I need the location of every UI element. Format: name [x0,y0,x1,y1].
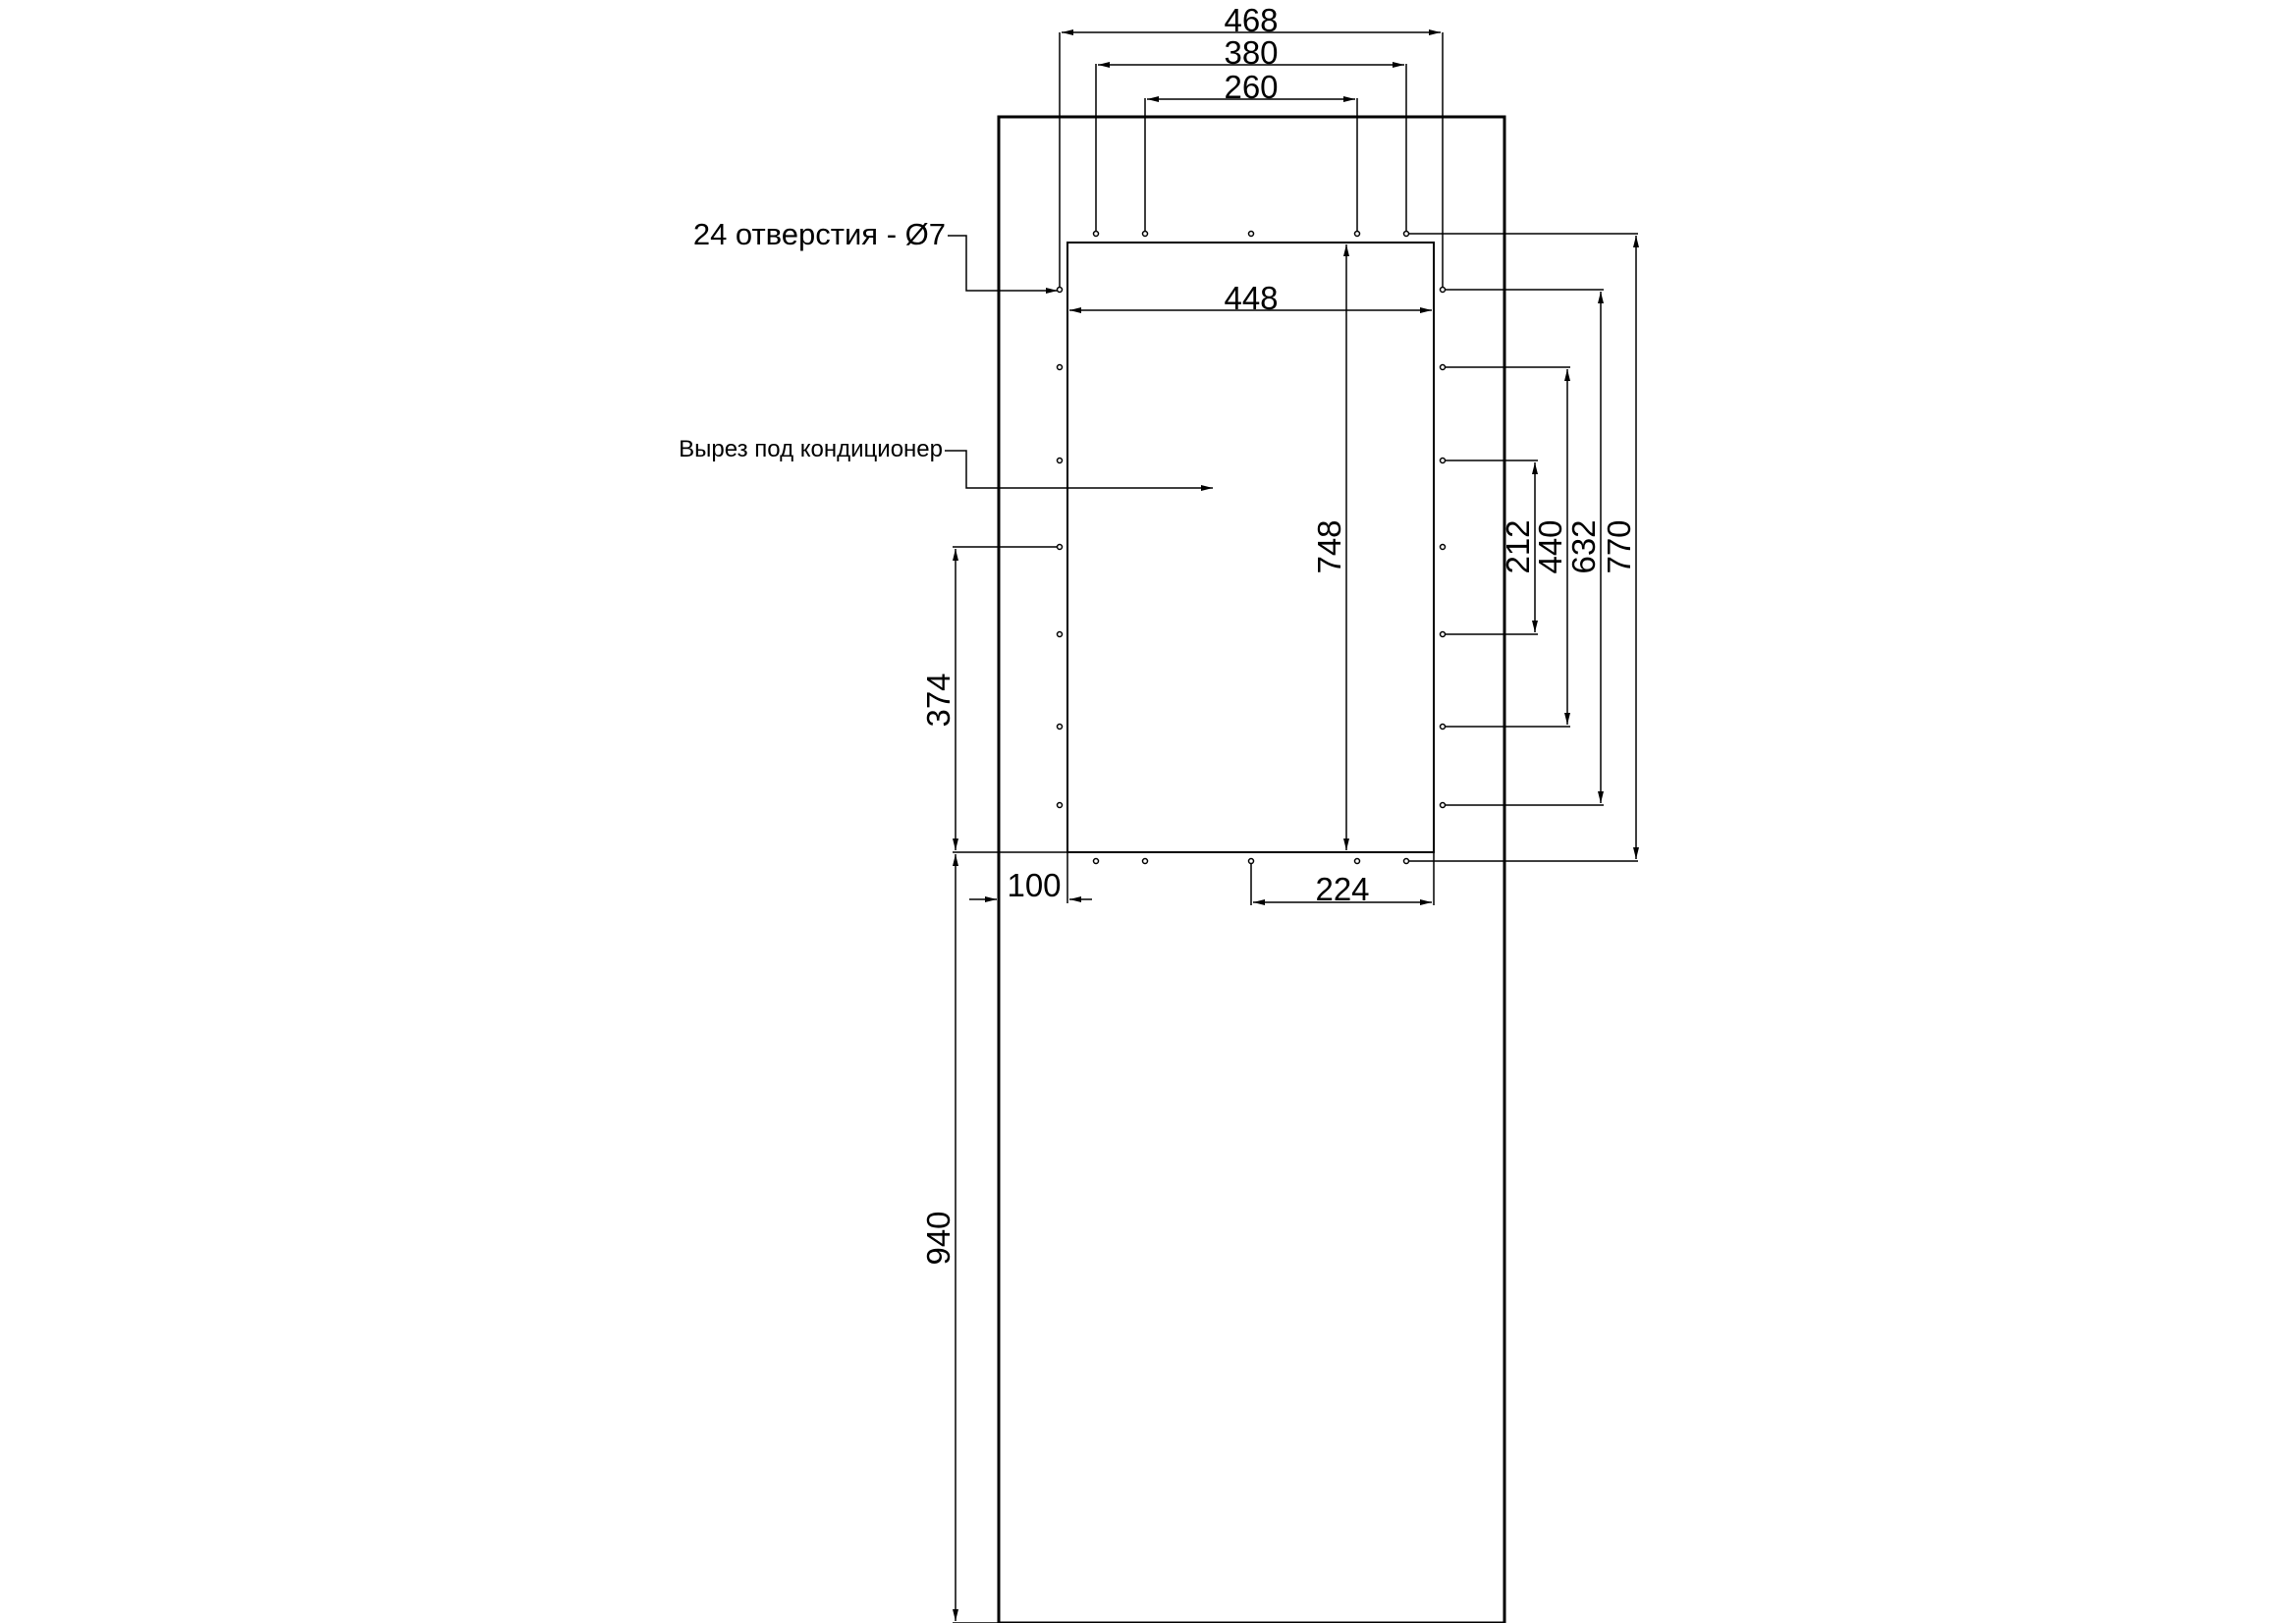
hole-left-1 [1056,286,1064,294]
hole-right-4 [1439,543,1447,551]
hole-bottom-1 [1092,857,1100,865]
mounting-holes [1056,230,1447,865]
hole-bottom-4 [1353,857,1361,865]
dimension-label-632: 632 [1565,519,1602,573]
dimension-224 [1250,852,1435,905]
dimension-770 [1408,233,1639,862]
dimension-label-448: 448 [1224,280,1278,316]
hole-left-7 [1056,801,1064,809]
hole-right-6 [1439,723,1447,730]
hole-bottom-5 [1402,857,1410,865]
dimension-380 [1095,62,1407,232]
hole-top-1 [1092,230,1100,238]
dimension-label-770: 770 [1601,519,1637,573]
hole-right-2 [1439,363,1447,371]
hole-top-2 [1141,230,1149,238]
dimension-440 [1445,366,1570,728]
dimension-468 [1059,29,1444,288]
dimension-label-374: 374 [920,673,957,727]
hole-top-5 [1402,230,1410,238]
hole-right-7 [1439,801,1447,809]
hole-top-4 [1353,230,1361,238]
dimension-100 [969,852,1092,903]
hole-left-4 [1056,543,1064,551]
dimension-label-212: 212 [1500,519,1536,573]
holes-note: 24 отверстия - Ø7 [693,217,946,251]
hole-bottom-2 [1141,857,1149,865]
panel-outline [997,115,1506,1623]
hole-right-3 [1439,457,1447,464]
hole-left-5 [1056,630,1064,638]
dimension-212 [1445,460,1538,635]
dimension-label-440: 440 [1532,519,1568,573]
dimension-374 [953,546,1067,853]
hole-bottom-3 [1247,857,1255,865]
dimension-940 [953,854,999,1623]
hole-left-2 [1056,363,1064,371]
hole-top-3 [1247,230,1255,238]
hole-left-3 [1056,457,1064,464]
cutout-outline [1066,242,1435,853]
dimension-label-260: 260 [1224,69,1278,105]
holes-leader [948,235,1058,294]
hole-right-5 [1439,630,1447,638]
dimension-label-100: 100 [1007,867,1061,903]
dimension-260 [1144,96,1358,232]
cutout-leader [945,450,1213,491]
dimension-label-380: 380 [1224,34,1278,71]
hole-left-6 [1056,723,1064,730]
dimension-label-224: 224 [1315,871,1369,907]
dimension-label-468: 468 [1224,2,1278,38]
dimension-label-940: 940 [920,1211,957,1265]
dimension-label-748: 748 [1311,519,1347,573]
hole-right-1 [1439,286,1447,294]
dimension-632 [1445,289,1604,806]
cutout-note: Вырез под кондиционер [679,436,943,462]
